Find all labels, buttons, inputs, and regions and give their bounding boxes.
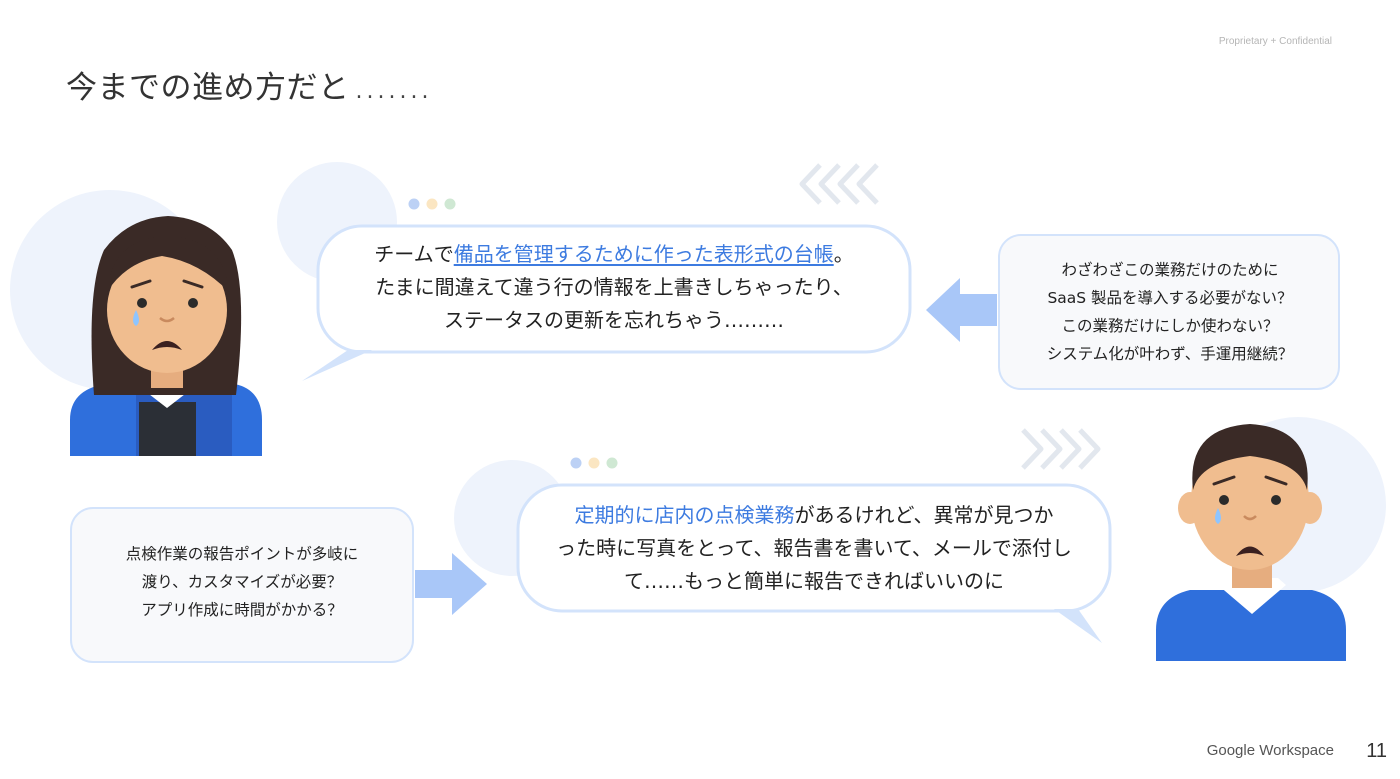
arrow-right-icon (415, 553, 487, 615)
bubble-bottom-line-2: った時に写真をとって、報告書を書いて、メールで添付し (556, 536, 1072, 560)
info-box-right (998, 234, 1340, 390)
bubble-top-line-1-after: 。 (833, 242, 854, 266)
chevron-right-triple-icon (1021, 428, 1101, 470)
slide-title-dots: ....... (355, 79, 433, 104)
bubble-top-line-3: ステータスの更新を忘れちゃう……… (444, 308, 784, 332)
slide-title: 今までの進め方だと....... (66, 62, 432, 107)
bubble-top-line-1: チームで備品を管理するために作った表形式の台帳。 (320, 238, 908, 271)
box-right-line-2: SaaS 製品を導入する必要がない？ (1047, 289, 1293, 307)
arrow-left-icon (926, 278, 997, 342)
worried-woman-avatar (70, 216, 262, 456)
bubble-bottom-line-1-after: があるけれど、異常が見つか (794, 503, 1054, 527)
box-left-line-2: 渡り、カスタマイズが必要？ (141, 573, 343, 591)
bubble-bottom-line-3: て……もっと簡単に報告できればいいのに (624, 569, 1004, 593)
speech-bubble-top-text: チームで備品を管理するために作った表形式の台帳。 たまに間違えて違う行の情報を上… (320, 238, 908, 337)
speech-bubble-bottom (516, 483, 1112, 643)
three-dots-icon (408, 198, 456, 210)
info-box-right-text: わざわざこの業務だけのために SaaS 製品を導入する必要がない？ この業務だけ… (1000, 256, 1340, 368)
chevron-left-triple-icon (799, 163, 879, 205)
bubble-top-highlight: 備品を管理するために作った表形式の台帳 (453, 242, 834, 266)
box-left-line-1: 点検作業の報告ポイントが多岐に (125, 545, 359, 563)
bubble-bottom-line-1: 定期的に店内の点検業務があるけれど、異常が見つか (520, 499, 1108, 532)
slide-title-text: 今までの進め方だと (66, 70, 350, 106)
bubble-bottom-highlight: 定期的に店内の点検業務 (574, 503, 795, 527)
info-box-left-text: 点検作業の報告ポイントが多岐に 渡り、カスタマイズが必要？ アプリ作成に時間がか… (72, 540, 412, 624)
box-right-line-3: この業務だけにしか使わない？ (1061, 317, 1279, 335)
info-box-left (70, 507, 414, 663)
bubble-top-line-1-before: チームで (374, 242, 454, 266)
bubble-top-line-2: たまに間違えて違う行の情報を上書きしちゃったり、 (375, 275, 853, 299)
page-number: 11 (1366, 740, 1387, 762)
speech-bubble-top (302, 224, 912, 381)
box-right-line-4: システム化が叶わず、手運用継続？ (1046, 345, 1294, 363)
three-dots-icon (570, 457, 618, 469)
worried-man-avatar (1156, 424, 1346, 661)
box-left-line-3: アプリ作成に時間がかかる？ (141, 601, 343, 619)
confidential-label: Proprietary + Confidential (1218, 36, 1332, 47)
footer-brand: Google Workspace (1206, 742, 1334, 759)
box-right-line-1: わざわざこの業務だけのために (1061, 261, 1279, 279)
speech-bubble-bottom-text: 定期的に店内の点検業務があるけれど、異常が見つか った時に写真をとって、報告書を… (520, 499, 1108, 598)
